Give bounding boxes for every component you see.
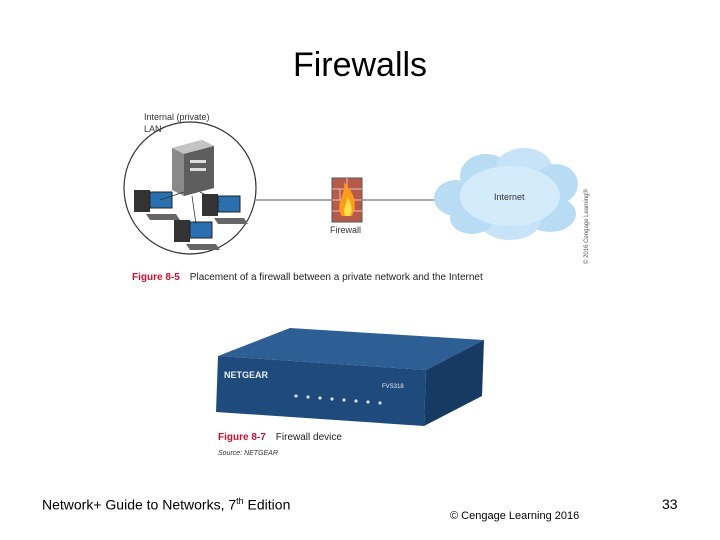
device-top-surface <box>218 328 484 370</box>
internet-cloud-icon <box>434 148 578 240</box>
firewall-device-image: NETGEAR FVS318 <box>216 328 484 426</box>
workstation-icon <box>202 194 248 224</box>
firewall-label: Firewall <box>330 225 361 235</box>
footer-copyright: © Cengage Learning 2016 <box>450 510 580 522</box>
figure-firewall-device: NETGEAR FVS318 Figure 8-7 Firewall device… <box>212 322 492 462</box>
device-front-panel <box>216 356 426 426</box>
figure-8-7-source: Source: NETGEAR <box>218 450 278 457</box>
figure-8-5-number: Figure 8-5 <box>132 272 180 283</box>
firewall-icon <box>331 177 363 223</box>
figure-firewall-placement: Internal (private) LAN Firewall <box>120 96 600 290</box>
figure-8-5-caption: Placement of a firewall between a privat… <box>189 272 483 283</box>
device-side-panel <box>424 340 484 426</box>
workstation-icon <box>174 220 220 250</box>
figure-copyright-vertical: © 2016 Cengage Learning® <box>583 189 590 264</box>
footer-book-suffix: Edition <box>243 496 291 513</box>
lan-label-line2: LAN <box>144 124 162 134</box>
footer-book-title: Network+ Guide to Networks, 7th Edition <box>42 496 290 513</box>
internet-label: Internet <box>494 192 525 202</box>
device-model-label: FVS318 <box>382 384 404 390</box>
firewall-placement-diagram: Internal (private) LAN Firewall <box>123 112 590 264</box>
figure-8-7-caption-row: Figure 8-7 Firewall device <box>218 432 342 443</box>
server-icon <box>172 140 214 196</box>
slide-title: Firewalls <box>292 46 428 84</box>
workstation-icon <box>134 190 180 220</box>
device-brand-label: NETGEAR <box>224 370 269 380</box>
figure-8-7-number: Figure 8-7 <box>218 432 266 443</box>
lan-label-line1: Internal (private) <box>144 112 210 122</box>
footer-book-prefix: Network+ Guide to Networks, 7 <box>42 496 237 513</box>
page-number: 33 <box>662 496 678 512</box>
device-status-leds <box>294 394 382 405</box>
figure-8-5-caption-row: Figure 8-5 Placement of a firewall betwee… <box>132 272 483 283</box>
footer-book-sup: th <box>236 496 244 506</box>
figure-8-7-caption: Firewall device <box>275 432 342 443</box>
